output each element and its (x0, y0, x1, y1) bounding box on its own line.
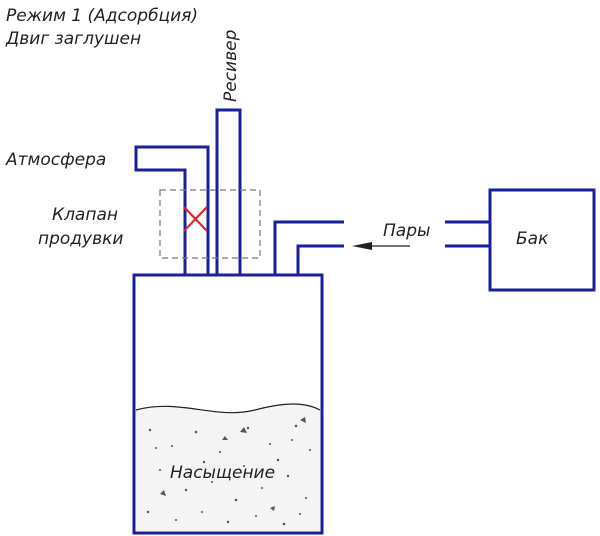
saturation-level-curve (135, 403, 321, 414)
adsorbent-granules (146, 417, 311, 526)
canister-body (132, 273, 324, 535)
saturation-label: Насыщение (170, 463, 275, 483)
closed-valve-cross-icon (183, 206, 208, 232)
vapor-inlet-pipe-top (273, 220, 344, 275)
adsorbent-fill (136, 404, 320, 531)
tank-outlet-pipe (445, 220, 490, 248)
atmosphere-pipe (134, 145, 210, 275)
receiver-pipe (215, 108, 242, 275)
purge-valve-box (159, 189, 261, 259)
arrow-left-icon (352, 242, 410, 250)
purge-valve-label-line1: Клапан (52, 205, 118, 225)
tank-label: Бак (516, 229, 549, 249)
vapors-label: Пары (383, 221, 430, 241)
purge-valve-label-line2: продувки (38, 229, 123, 249)
vapor-inlet-pipe-bottom (296, 244, 344, 275)
atmosphere-label: Атмосфера (5, 150, 106, 170)
receiver-label: Ресивер (221, 29, 241, 102)
engine-status: Двиг заглушен (5, 29, 141, 49)
mode-title: Режим 1 (Адсорбция) (6, 6, 198, 26)
fuel-tank (488, 188, 596, 292)
